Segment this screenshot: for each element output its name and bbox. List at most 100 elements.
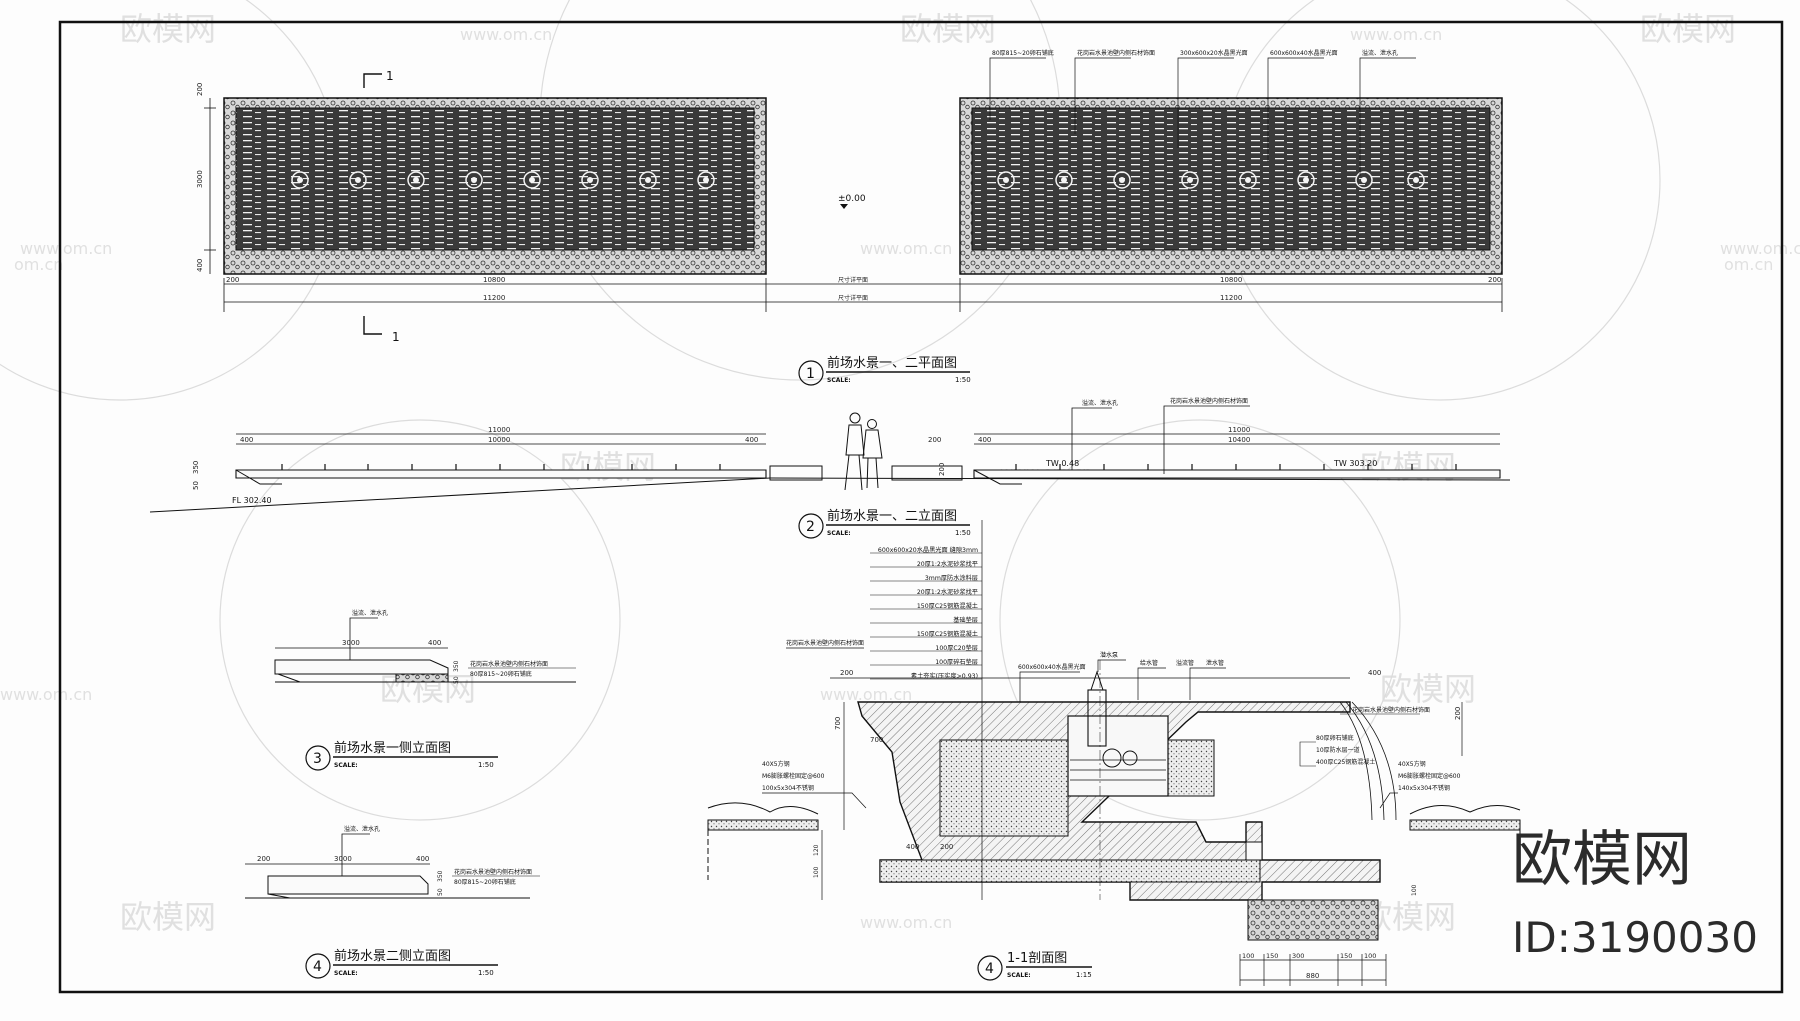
- side1-title-number: 3: [313, 751, 322, 767]
- sec-vert-dim-1: 100: [813, 866, 820, 878]
- plan-scale-label: SCALE:: [827, 377, 851, 384]
- side1-dim-0: 3000: [342, 639, 360, 647]
- elev-dim-r-0: 400: [978, 436, 991, 444]
- fountain-nozzle-icon: [523, 171, 541, 189]
- side2-note-0: 花岗岩水景池壁内侧石材饰面: [454, 868, 532, 876]
- fountain-nozzle-icon: [1297, 171, 1315, 189]
- elev-title-number: 2: [806, 519, 815, 535]
- sec-small-dim-0: 400: [906, 843, 919, 851]
- side1-scale: 1:50: [478, 761, 494, 769]
- sec-bottom-dim-3: 150: [1340, 952, 1352, 960]
- elev-note-1: 花岗岩水景池壁内侧石材饰面: [1170, 397, 1248, 405]
- elev-tw-left: TW 0.48: [1045, 459, 1079, 468]
- elev-dim-l-0: 400: [240, 436, 253, 444]
- pool-1-water: [235, 107, 755, 251]
- elev-mid-dim-0: 200: [928, 436, 941, 444]
- fountain-nozzle-icon: [1181, 171, 1199, 189]
- sec-inner-note-5: 花岗岩水景池壁内侧石材饰面: [1352, 706, 1430, 714]
- sec-top-dim-1: 400: [1368, 669, 1381, 677]
- elev-tw-right: TW 303.20: [1333, 459, 1377, 468]
- watermark: 欧模网: [120, 10, 216, 48]
- section-layer-6: 150厚C25钢筋混凝土: [917, 630, 978, 638]
- elev-side-1: 50: [192, 481, 200, 490]
- elev-mid-dim-1: 200: [938, 463, 946, 476]
- sec-inner-note-0: 600x600x40水晶黑光面: [1018, 663, 1086, 671]
- section-layer-5: 基础垫层: [953, 616, 978, 624]
- watermark: 欧模网: [1380, 670, 1476, 708]
- sec-inner-note-2: 给水管: [1140, 659, 1158, 667]
- fountain-nozzle-icon: [1355, 171, 1373, 189]
- fountain-nozzle-center: [587, 177, 593, 183]
- section-layer-7: 100厚C20垫层: [935, 644, 978, 652]
- elev-overall-l: 11000: [488, 426, 510, 434]
- watermark-circle: [999, 419, 1401, 821]
- plan-dim-outer-l: 11200: [483, 294, 505, 302]
- side1-note-0: 花岗岩水景池壁内侧石材饰面: [470, 660, 548, 668]
- elev-scale: 1:50: [955, 529, 971, 537]
- stamp-id: ID:3190030: [1512, 913, 1758, 962]
- plan-scale: 1:50: [955, 376, 971, 384]
- section-scale: 1:15: [1076, 971, 1092, 979]
- elev-dim-r-2: 11000: [1228, 426, 1250, 434]
- sec-inner-note-3: 溢流管: [1176, 659, 1194, 667]
- side-elevation-1: 3000 400 溢流、泄水孔 花岗岩水景池壁内侧石材饰面 80厚815~20卵…: [274, 609, 576, 771]
- plan-dim-top: 200: [196, 83, 204, 96]
- fountain-nozzle-icon: [997, 171, 1015, 189]
- fountain-nozzle-icon: [407, 171, 425, 189]
- side2-title-number: 4: [313, 959, 322, 975]
- fountain-nozzle-icon: [697, 171, 715, 189]
- side2-note-top: 溢流、泄水孔: [344, 825, 380, 833]
- plan-title-number: 1: [806, 366, 815, 382]
- sheet-border: [58, 20, 1784, 994]
- sec-pipe-note-1: 10厚防水层一道: [1316, 746, 1360, 754]
- watermark: 欧模网: [120, 898, 216, 936]
- sec-pipe-note-0: 80厚卵石铺底: [1316, 734, 1354, 742]
- watermark: 欧模网: [560, 448, 656, 486]
- sec-bottom-total: 880: [1306, 972, 1319, 980]
- side2-side-1: 50: [437, 888, 444, 896]
- fountain-nozzle-center: [471, 177, 477, 183]
- pool-2-water: [971, 107, 1491, 251]
- fountain-nozzle-center: [1303, 177, 1309, 183]
- section-title: 1-1剖面图: [1007, 951, 1067, 966]
- sec-bottom-dim-2: 300: [1292, 952, 1304, 960]
- fountain-nozzle-center: [703, 177, 709, 183]
- plan-note-0: 80厚815~20卵石铺底: [992, 49, 1054, 57]
- fountain-nozzle-center: [645, 177, 651, 183]
- fountain-nozzle-icon: [1239, 171, 1257, 189]
- watermark: www.om.cn: [860, 913, 952, 932]
- sec-left-note-2: M6膨胀螺栓固定@600: [762, 772, 825, 780]
- sec-side-dim-1: 700: [870, 736, 883, 744]
- plan-leader-line: [1359, 57, 1416, 176]
- watermark: om.cn: [1724, 255, 1773, 274]
- fountain-nozzle-icon: [1113, 171, 1131, 189]
- plan-note-1: 花岗岩水景池壁内侧石材饰面: [1077, 49, 1155, 57]
- fountain-nozzle-icon: [639, 171, 657, 189]
- sec-right-note-1: M6膨胀螺栓固定@600: [1398, 772, 1461, 780]
- elevation-view: 400 10000 400 11000 400 10400 11000 200 …: [149, 397, 1511, 539]
- section-layer-2: 3mm厚防水涂料层: [925, 574, 978, 582]
- side2-dim-2: 400: [416, 855, 429, 863]
- plan-gap-label-2: 尺寸详平面: [838, 294, 868, 302]
- sec-side-dim-0: 700: [834, 717, 842, 730]
- elev-side-0: 350: [192, 461, 200, 474]
- plan-leader-line: [1074, 57, 1131, 134]
- sec-top-dim-0: 200: [840, 669, 853, 677]
- plan-dim-outer-r: 11200: [1220, 294, 1242, 302]
- watermark: www.om.cn: [0, 685, 92, 704]
- fountain-nozzle-center: [413, 177, 419, 183]
- plan-level: ±0.00: [838, 194, 866, 204]
- sec-right-note-0: 40X5方钢: [1398, 760, 1426, 768]
- side-elevation-2: 200 3000 400 溢流、泄水孔 花岗岩水景池壁内侧石材饰面 80厚815…: [245, 825, 540, 979]
- sec-bottom-dim-1: 150: [1266, 952, 1278, 960]
- fountain-nozzle-icon: [291, 171, 309, 189]
- elev-dim-l-2: 400: [745, 436, 758, 444]
- sec-inner-note-4: 泄水管: [1206, 659, 1224, 667]
- sec-inner-note-1: 潜水泵: [1100, 651, 1118, 659]
- elev-dim-l-1: 10000: [488, 436, 510, 444]
- elev-scale-label: SCALE:: [827, 530, 851, 537]
- fountain-nozzle-icon: [349, 171, 367, 189]
- plan-note-4: 溢流、泄水孔: [1362, 49, 1398, 57]
